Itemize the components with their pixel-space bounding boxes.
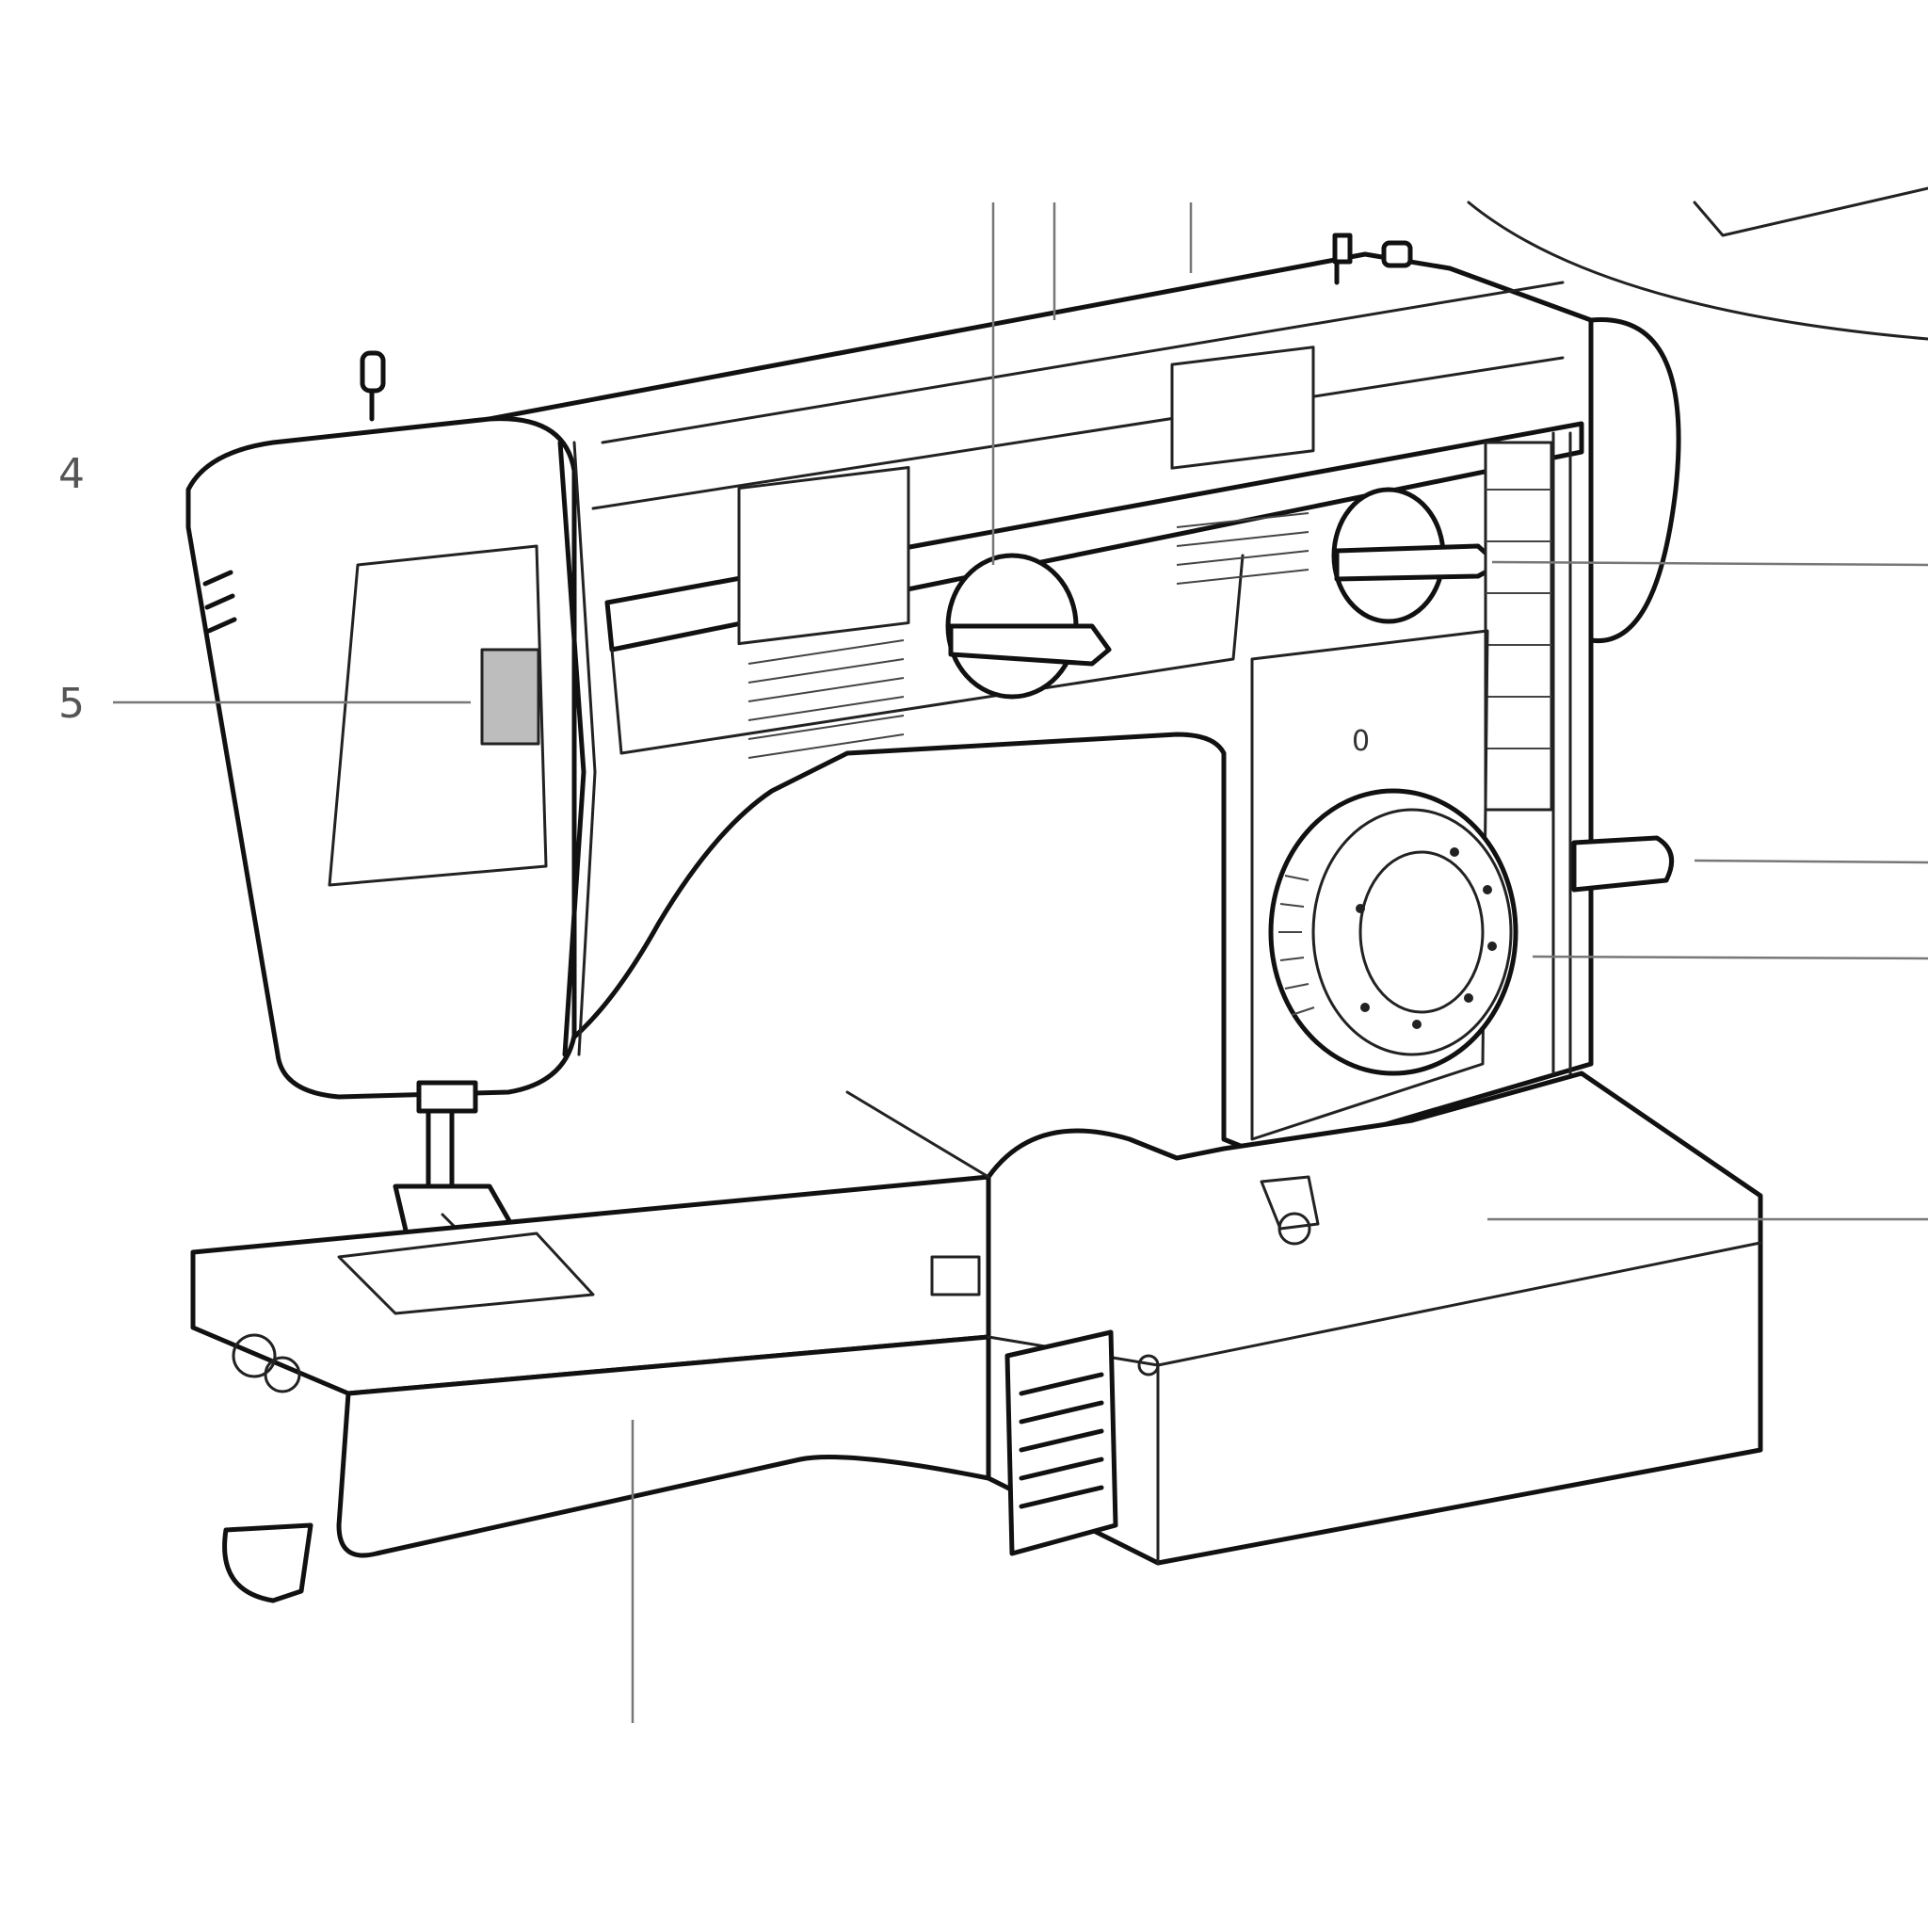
dial-zero-marker: 0 (1352, 725, 1371, 758)
vent-grille (1004, 1329, 1118, 1556)
callout-label-5: 5 (58, 680, 85, 728)
handwheel (1588, 317, 1681, 644)
stitch-indicator-window (604, 346, 1584, 759)
base-details (232, 1175, 1320, 1393)
reverse-lever (1571, 835, 1675, 893)
pillar-panel (1250, 629, 1489, 1141)
leader-line-right-2 (1694, 859, 1928, 864)
base (190, 1071, 1763, 1603)
face-plate (185, 416, 577, 1100)
pattern-selector-knob-left (945, 553, 1112, 700)
tension-assembly (480, 440, 597, 1057)
callout-leaders (113, 202, 1928, 1723)
callout-label-4: 4 (58, 450, 85, 498)
stitch-selector-strip (1484, 431, 1572, 1075)
stitch-length-dial (1268, 788, 1518, 1076)
needle-plate (337, 1232, 595, 1315)
leader-line-right-1 (1491, 560, 1928, 567)
spool-pins (360, 233, 1413, 422)
accessory-outline (1467, 186, 1928, 341)
pattern-selector-knob-right (1331, 487, 1502, 624)
leader-line-right-3 (1532, 955, 1928, 960)
